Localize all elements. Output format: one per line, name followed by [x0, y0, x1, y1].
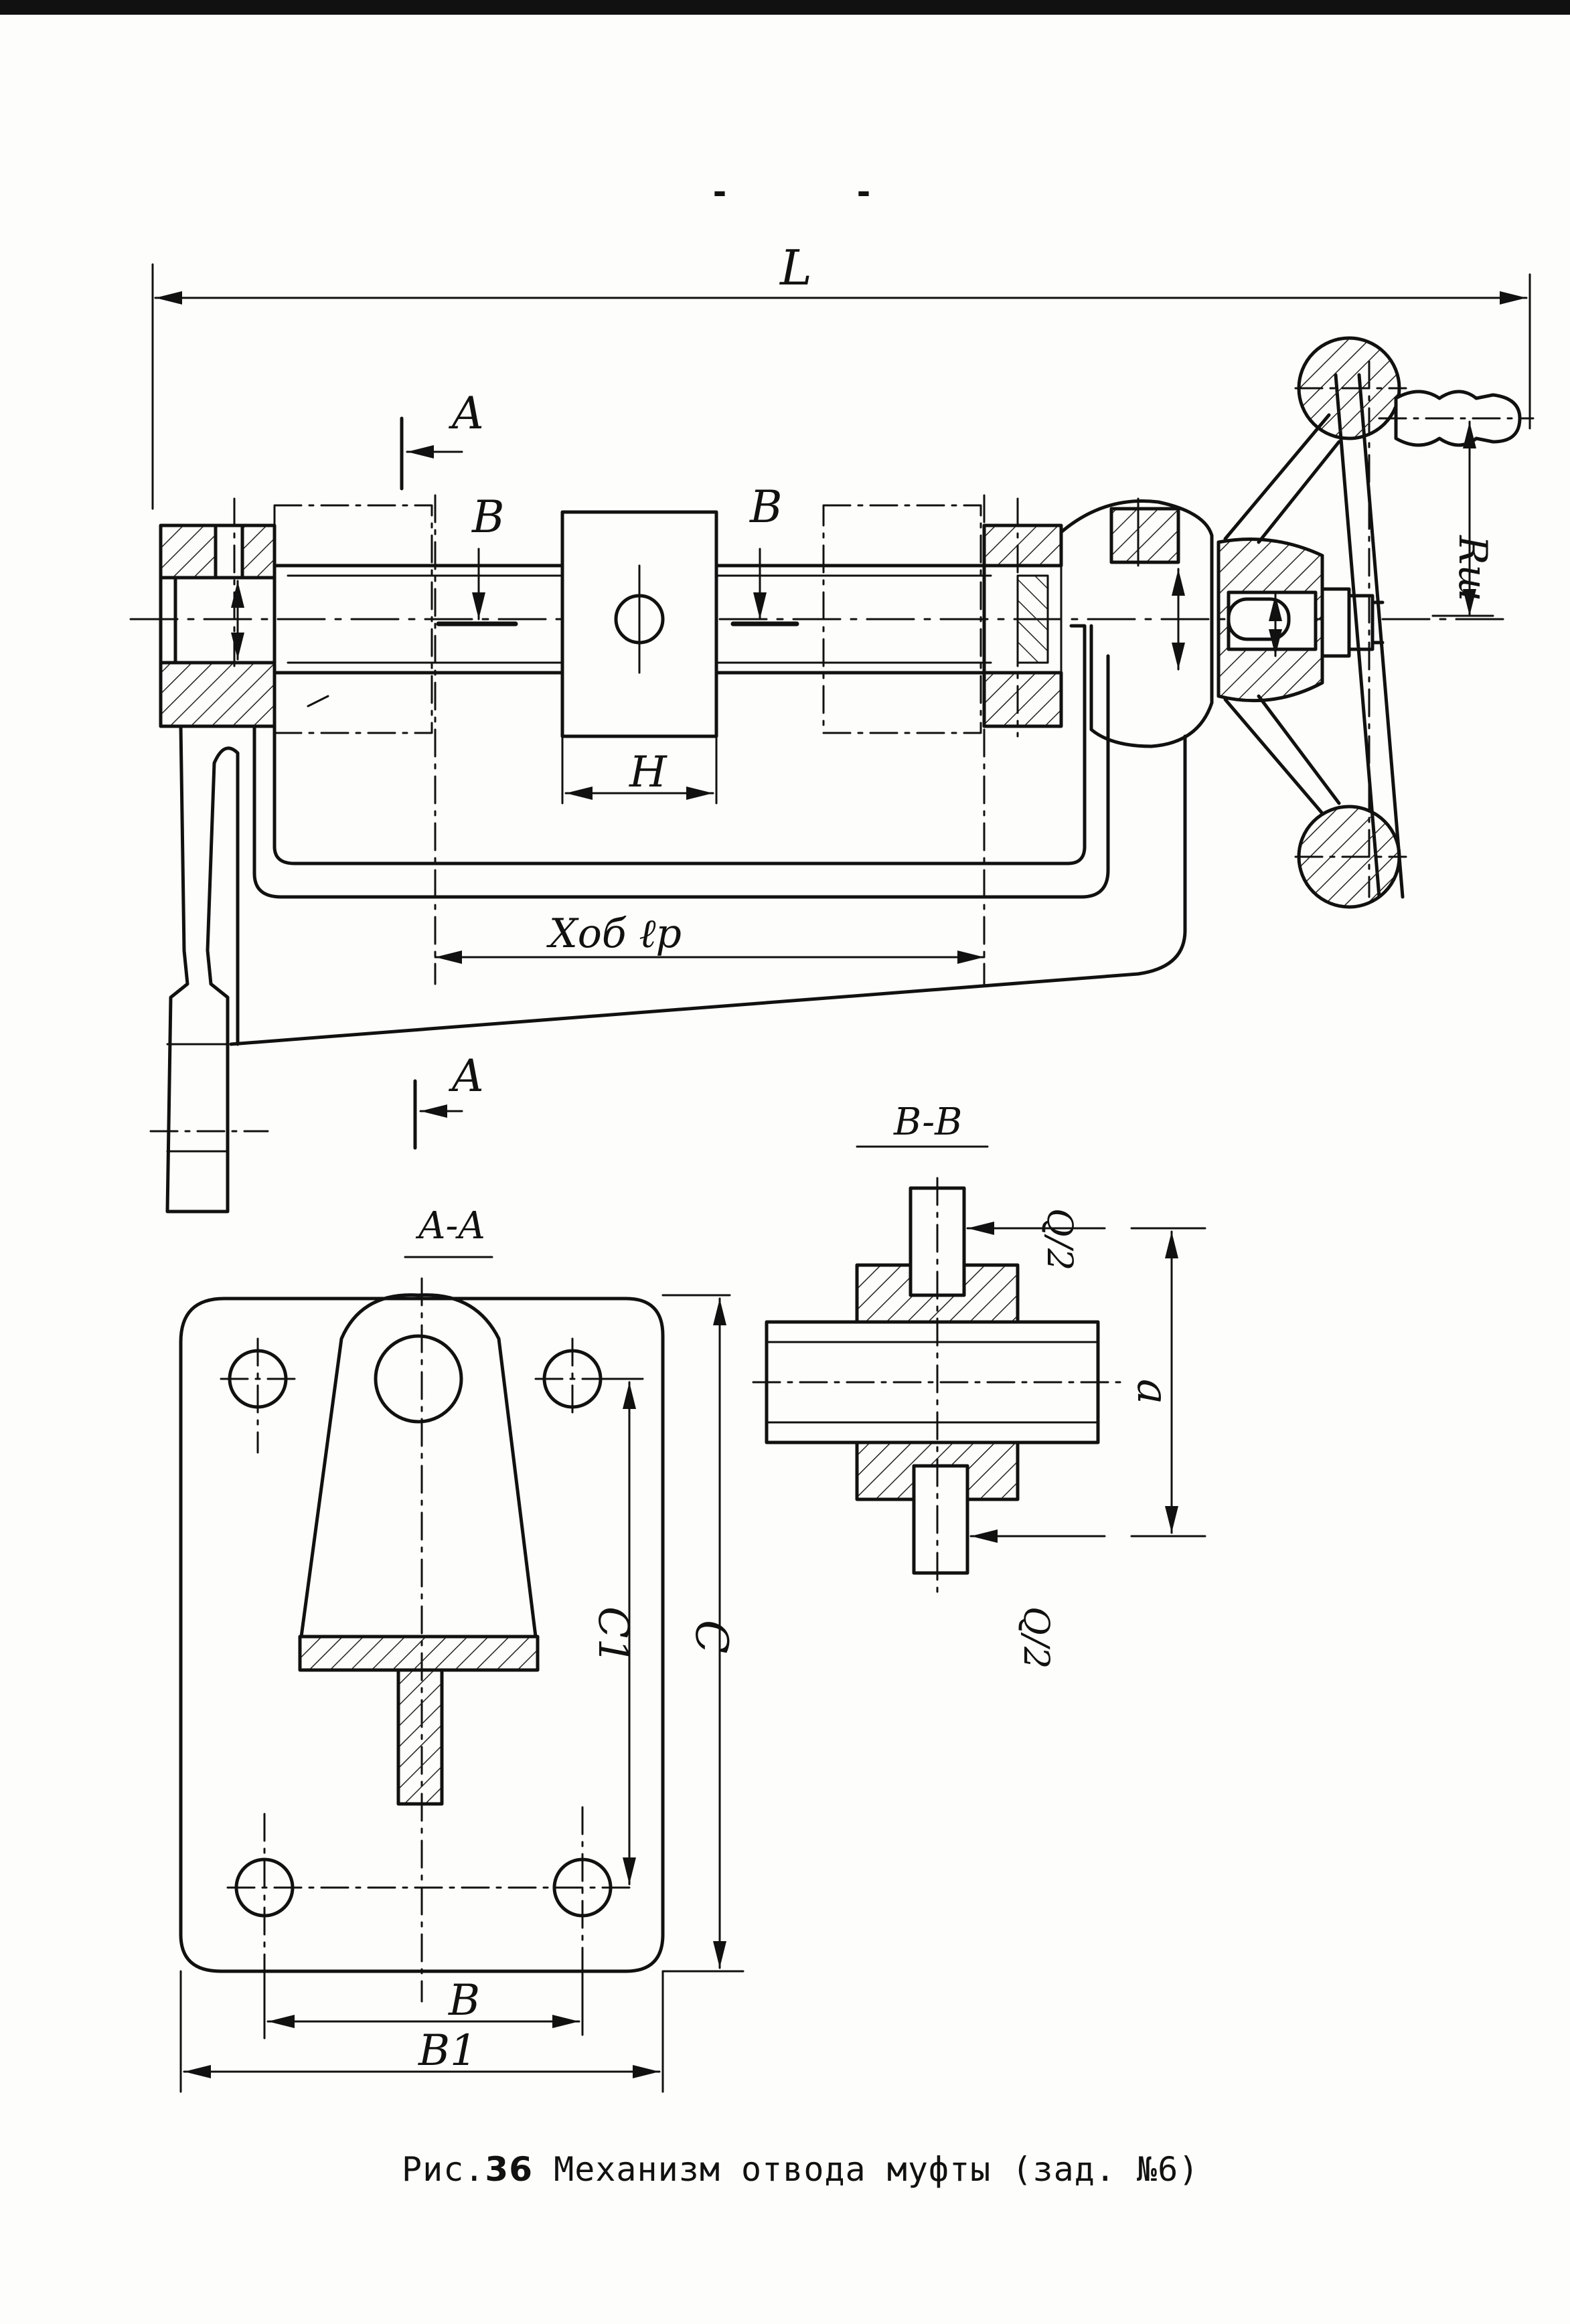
connecting-rod	[229, 734, 1187, 1046]
label-section-bb: B-B	[893, 1100, 962, 1144]
label-section-aa: A-A	[415, 1204, 485, 1248]
label-width-b: B	[448, 1976, 480, 2025]
label-length: L	[779, 240, 812, 296]
dimension-c	[601, 1294, 744, 1973]
label-height-c1: C1	[589, 1606, 638, 1665]
label-width-b1: B1	[418, 2026, 477, 2076]
caption-prefix: Рис.	[402, 2150, 485, 2189]
section-b-markers	[436, 548, 799, 627]
handwheel[interactable]	[1223, 336, 1535, 909]
bracket-frame	[252, 624, 1110, 899]
flywheel-hub	[1216, 537, 1385, 703]
lever-handle[interactable]	[149, 724, 269, 1214]
dimension-b	[179, 1970, 664, 2093]
figure-caption: Рис.36 Механизм отвода муфты (зад. №6)	[402, 2150, 1205, 2189]
slider-block[interactable]	[560, 510, 718, 805]
label-section-a-bottom: A	[448, 1050, 484, 1102]
header-mark-right: -	[857, 168, 870, 213]
header-mark-left: -	[713, 168, 726, 213]
drawing-labels: L A A B B H Хоб ℓр Rш A-A B-B Q/2 Q/2 a …	[415, 240, 1496, 2076]
scan-edge-bar	[0, 0, 1570, 15]
dimension-radius	[1431, 420, 1494, 617]
label-force-top: Q/2	[1039, 1208, 1079, 1270]
label-stroke: Хоб ℓр	[546, 910, 682, 957]
label-section-b-left: B	[471, 491, 505, 543]
label-section-b-right: B	[749, 481, 783, 533]
label-distance-a: a	[1127, 1379, 1177, 1404]
section-aa-plate	[179, 1256, 665, 2003]
label-radius: Rш	[1450, 535, 1496, 602]
label-force-bottom: Q/2	[1016, 1606, 1056, 1669]
right-bearing	[982, 497, 1214, 748]
section-bb	[752, 1145, 1206, 1601]
dimension-length	[151, 263, 1531, 510]
caption-number: 36	[485, 2150, 534, 2189]
label-height-c: C	[686, 1620, 737, 1654]
left-bearing-block	[159, 497, 277, 728]
label-width-h: H	[629, 748, 668, 797]
label-section-a-top: A	[448, 388, 484, 439]
caption-text: Механизм отвода муфты (зад. №6)	[554, 2150, 1200, 2189]
section-a-markers	[400, 416, 463, 1150]
